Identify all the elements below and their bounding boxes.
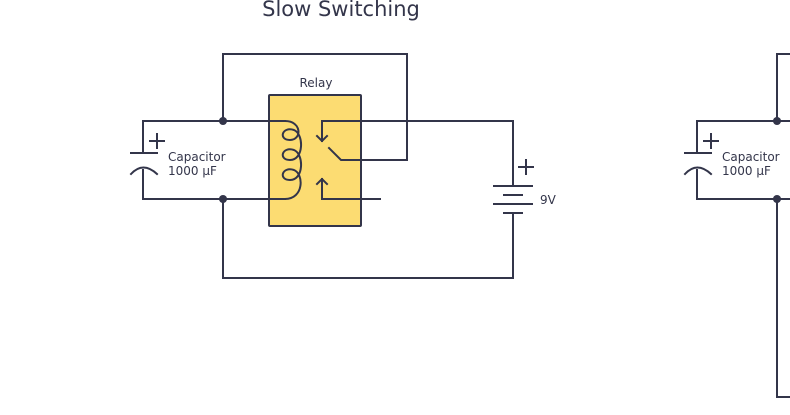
battery-voltage: 9V <box>540 193 557 207</box>
junction-dot <box>219 117 227 125</box>
capacitor-label: Capacitor <box>722 150 780 164</box>
battery-return-wire <box>222 198 514 279</box>
capacitor-value: 1000 µF <box>722 164 771 178</box>
battery-icon <box>493 185 533 214</box>
upper-wire <box>776 53 790 122</box>
top-wire <box>142 120 286 154</box>
plus-icon <box>703 133 719 149</box>
relay-coil-icon <box>281 119 302 201</box>
switch-feedback-wire <box>222 53 408 161</box>
arrow-down-icon <box>315 134 329 143</box>
bottom-wire <box>696 169 790 200</box>
junction-dot <box>773 195 781 203</box>
arrow-up-icon <box>315 177 329 186</box>
battery-plus-icon <box>518 159 534 175</box>
right-circuit: Capacitor 1000 µF <box>683 53 790 398</box>
plus-icon <box>149 133 165 149</box>
junction-dot <box>773 117 781 125</box>
capacitor-curved-plate-icon <box>683 166 713 176</box>
normally-closed-contact-wire <box>321 120 514 187</box>
capacitor-value: 1000 µF <box>168 164 217 178</box>
capacitor-curved-plate-icon <box>129 166 159 176</box>
diagram-title: Slow Switching <box>262 0 420 21</box>
left-circuit: Relay Capacitor 1000 µF 9V <box>129 53 557 279</box>
bottom-wire <box>142 169 286 200</box>
relay-label: Relay <box>300 76 333 90</box>
junction-dot <box>219 195 227 203</box>
normally-open-contact-wire <box>321 178 381 200</box>
capacitor-label: Capacitor <box>168 150 226 164</box>
lower-wire <box>776 198 790 398</box>
top-wire <box>696 120 790 154</box>
